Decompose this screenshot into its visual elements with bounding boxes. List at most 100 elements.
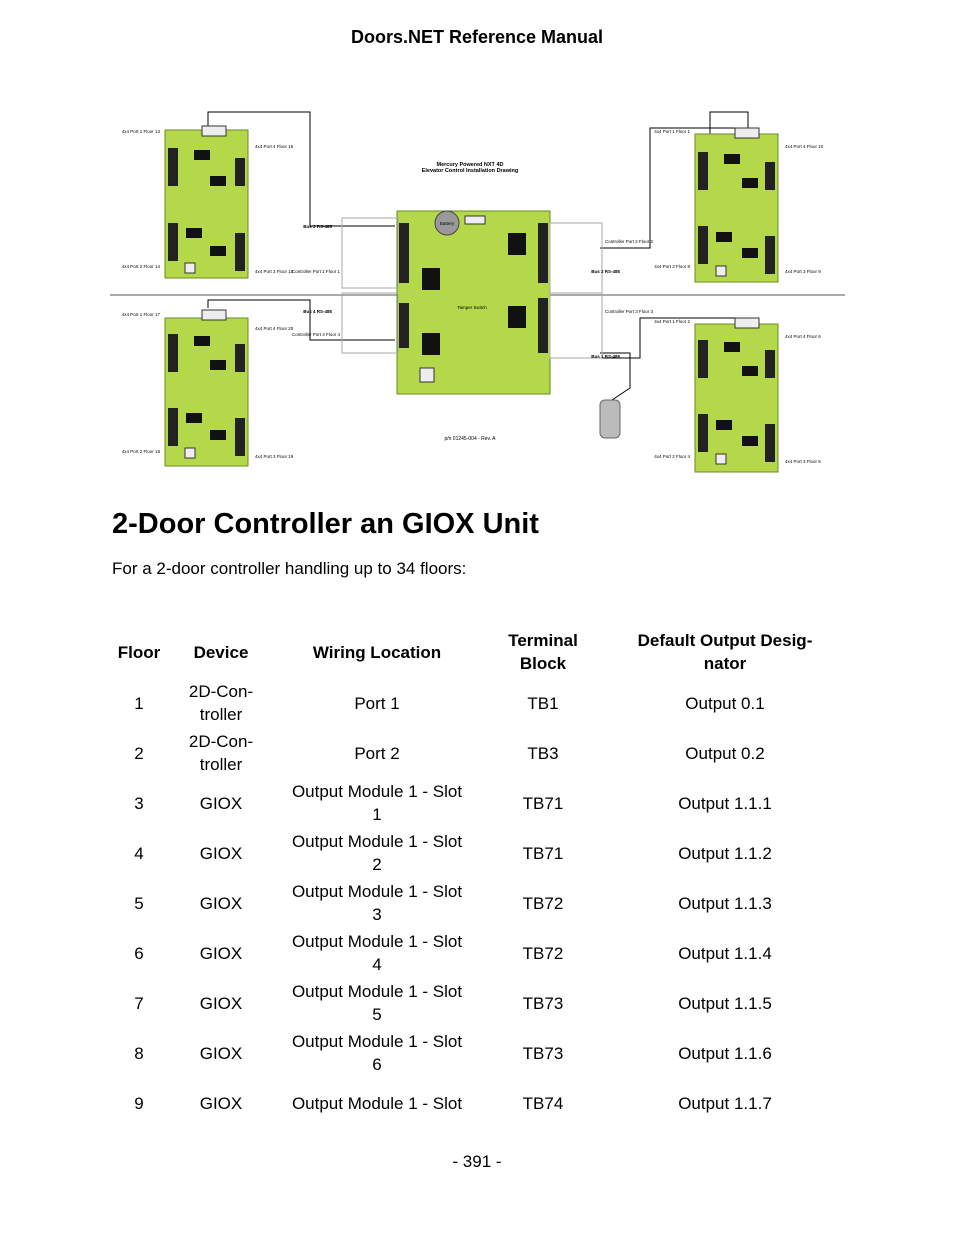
- page-number: - 391 -: [452, 1152, 502, 1171]
- svg-text:4x4 Port 2 Floor 14: 4x4 Port 2 Floor 14: [122, 264, 161, 269]
- header-wiring: Wiring Location: [312, 642, 442, 662]
- svg-text:Controller Port 2 Floor 2: Controller Port 2 Floor 2: [605, 239, 654, 244]
- cell-floor: 4: [134, 843, 144, 863]
- svg-text:4x4 Port 2 Floor 4: 4x4 Port 2 Floor 4: [654, 454, 690, 459]
- svg-text:Controller Port 3 Floor 3: Controller Port 3 Floor 3: [605, 309, 654, 314]
- cell-wiring: Output Module 1 - Slot: [291, 1093, 463, 1113]
- cell-output: Output 0.2: [685, 743, 765, 763]
- cell-terminal: TB1: [527, 693, 559, 713]
- cell-output: Output 1.1.6: [678, 1043, 772, 1063]
- svg-text:Controller Port 4 Floor 4: Controller Port 4 Floor 4: [292, 332, 341, 337]
- cell-floor: 3: [134, 793, 144, 813]
- cell-terminal: TB74: [522, 1093, 564, 1113]
- cell-floor: 2: [134, 743, 144, 763]
- svg-text:4x4 Port 4 Floor 10: 4x4 Port 4 Floor 10: [785, 144, 824, 149]
- header-device: Device: [193, 642, 249, 662]
- svg-text:4x4 Port 1 Floor 13: 4x4 Port 1 Floor 13: [122, 129, 161, 134]
- cell-floor: 9: [134, 1093, 144, 1113]
- table-row: 1 2D-Con-troller Port 1 TB1 Output 0.1: [108, 678, 846, 728]
- svg-text:4x4 Port 3 Floor 5: 4x4 Port 3 Floor 5: [785, 459, 821, 464]
- cell-output: Output 1.1.1: [678, 793, 772, 813]
- cell-device: GIOX: [199, 793, 243, 813]
- cell-output: Output 1.1.3: [678, 893, 772, 913]
- svg-text:Tamper Switch: Tamper Switch: [457, 305, 487, 310]
- svg-text:4x4 Port 4 Floor 20: 4x4 Port 4 Floor 20: [255, 326, 294, 331]
- cell-output: Output 1.1.2: [678, 843, 772, 863]
- cell-terminal: TB73: [522, 1043, 564, 1063]
- table-row: 2 2D-Con-troller Port 2 TB3 Output 0.2: [108, 728, 846, 778]
- cell-terminal: TB73: [522, 993, 564, 1013]
- cell-terminal: TB72: [522, 893, 564, 913]
- table-row: 9 GIOX Output Module 1 - Slot TB74 Output 1.…: [108, 1078, 846, 1128]
- svg-text:4x4 Port 1 Floor 2: 4x4 Port 1 Floor 2: [654, 319, 690, 324]
- svg-text:4x4 Port 3 Floor 9: 4x4 Port 3 Floor 9: [785, 269, 821, 274]
- page-header: Doors.NET Reference Manual: [350, 27, 604, 47]
- svg-text:Bus 1 RS-485: Bus 1 RS-485: [591, 354, 620, 359]
- svg-text:4x4 Port 3 Floor 19: 4x4 Port 3 Floor 19: [255, 454, 294, 459]
- cell-floor: 1: [134, 693, 144, 713]
- cell-device: GIOX: [199, 993, 243, 1013]
- cell-wiring: Port 1: [354, 693, 400, 713]
- svg-text:Mercury Powered NXT 4D: Mercury Powered NXT 4D: [437, 162, 504, 168]
- cell-floor: 8: [134, 1043, 144, 1063]
- cell-device: GIOX: [199, 1043, 243, 1063]
- cell-floor: 5: [134, 893, 144, 913]
- header-output: Default Output Desig-nator: [637, 631, 813, 673]
- svg-text:Bus 4 RS-485: Bus 4 RS-485: [303, 309, 332, 314]
- cell-device: GIOX: [199, 1093, 243, 1113]
- module-board-bottom-right: [694, 317, 779, 473]
- cell-device: GIOX: [199, 893, 243, 913]
- controller-board: [396, 210, 551, 395]
- module-board-top-left: [164, 125, 249, 279]
- cell-floor: 7: [134, 993, 144, 1013]
- svg-text:Elevator Control Installation: Elevator Control Installation Drawing: [422, 168, 519, 174]
- svg-text:4x4 Port 1 Floor 17: 4x4 Port 1 Floor 17: [122, 312, 161, 317]
- svg-text:4x4 Port 2 Floor 18: 4x4 Port 2 Floor 18: [122, 449, 161, 454]
- cell-device: GIOX: [199, 943, 243, 963]
- svg-text:4x4 Port 4 Floor 16: 4x4 Port 4 Floor 16: [255, 144, 294, 149]
- cell-output: Output 1.1.7: [678, 1093, 772, 1113]
- svg-text:4x4 Port 4 Floor 6: 4x4 Port 4 Floor 6: [785, 334, 821, 339]
- svg-text:Battery: Battery: [440, 221, 455, 226]
- module-board-top-right: [694, 127, 779, 283]
- section-title: 2-Door Controller an GIOX Unit: [112, 508, 539, 540]
- module-board-bottom-left: [164, 309, 249, 467]
- svg-text:4x4 Port 1 Floor 1: 4x4 Port 1 Floor 1: [654, 129, 690, 134]
- svg-text:p/n 01245-004 - Rev. A: p/n 01245-004 - Rev. A: [444, 436, 496, 442]
- cell-device: GIOX: [199, 843, 243, 863]
- svg-text:4x4 Port 3 Floor 15: 4x4 Port 3 Floor 15: [255, 269, 294, 274]
- cell-output: Output 1.1.5: [678, 993, 772, 1013]
- svg-text:Controller Port 1 Floor 1: Controller Port 1 Floor 1: [292, 269, 341, 274]
- section-intro: For a 2-door controller handling up to 3…: [112, 559, 467, 578]
- header-floor: Floor: [117, 642, 161, 662]
- cell-output: Output 1.1.4: [678, 943, 772, 963]
- cell-terminal: TB3: [527, 743, 559, 763]
- cell-terminal: TB71: [522, 843, 564, 863]
- cell-terminal: TB72: [522, 943, 564, 963]
- svg-text:Bus 2 RS-485: Bus 2 RS-485: [591, 269, 620, 274]
- svg-text:Bus 3 RS-485: Bus 3 RS-485: [303, 224, 332, 229]
- svg-text:4x4 Port 2 Floor 8: 4x4 Port 2 Floor 8: [654, 264, 690, 269]
- cell-device: 2D-Con-troller: [188, 732, 254, 774]
- wiring-diagram: Mercury Powered NXT 4D Elevator Control …: [110, 111, 845, 473]
- cell-device: 2D-Con-troller: [188, 682, 254, 724]
- card-reader-icon: [599, 399, 621, 439]
- cell-output: Output 0.1: [685, 693, 765, 713]
- cell-terminal: TB71: [522, 793, 564, 813]
- cell-wiring: Port 2: [354, 743, 400, 763]
- cell-floor: 6: [134, 943, 144, 963]
